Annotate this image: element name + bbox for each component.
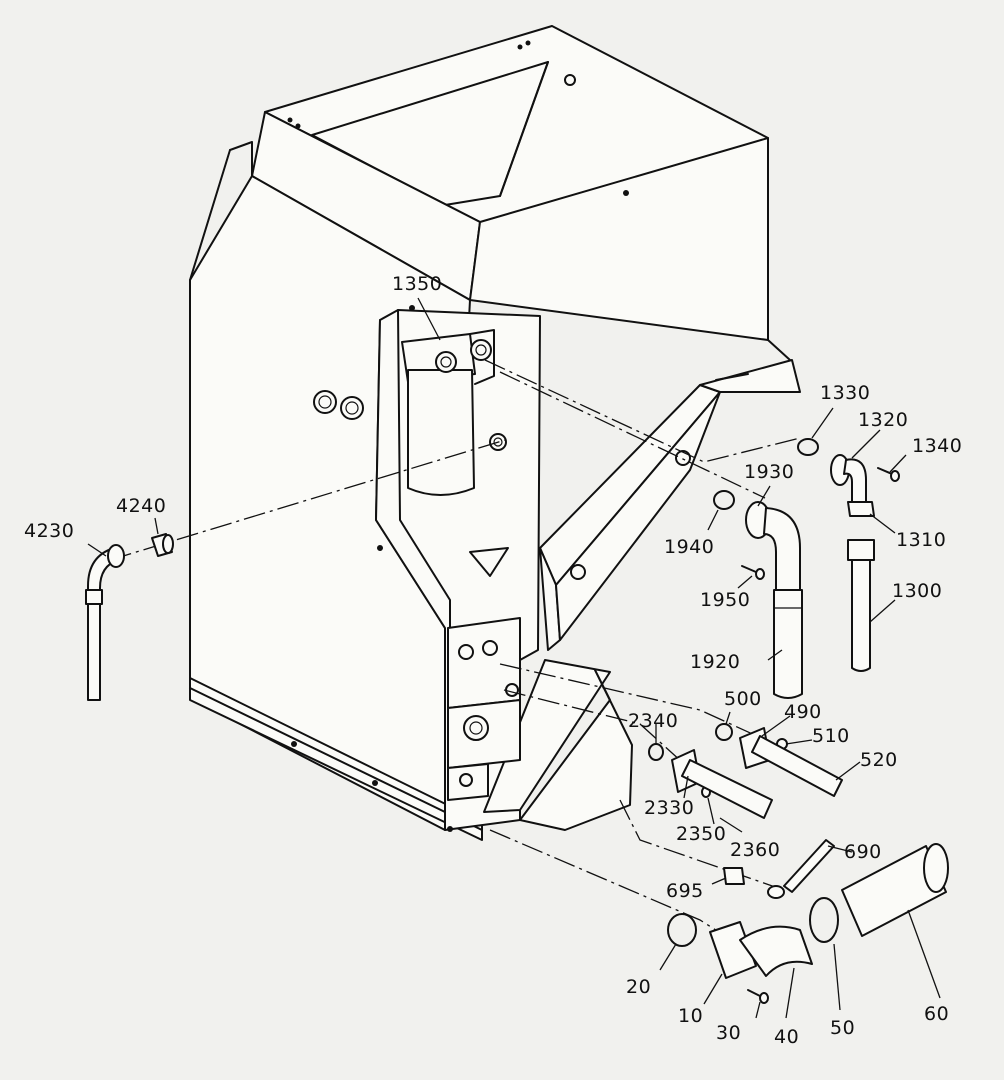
o-ring-500 [715, 723, 733, 741]
label-520: 520 [860, 749, 898, 771]
label-1310: 1310 [896, 529, 946, 551]
o-ring-1330 [797, 438, 819, 456]
frame-holes [287, 40, 691, 832]
fitting-695 [723, 867, 745, 885]
label-1940: 1940 [664, 536, 714, 558]
clamp-50 [809, 897, 839, 943]
fitting-4240 [151, 533, 174, 557]
label-2330: 2330 [644, 797, 694, 819]
label-60: 60 [924, 1003, 949, 1025]
label-1340: 1340 [912, 435, 962, 457]
label-2340: 2340 [628, 710, 678, 732]
label-40: 40 [774, 1026, 799, 1048]
elbow-40 [739, 925, 813, 977]
elbow-1320 [830, 454, 867, 506]
tube-520 [751, 735, 843, 797]
label-2360: 2360 [730, 839, 780, 861]
bolt-30 [747, 989, 769, 1004]
label-690: 690 [844, 841, 882, 863]
bolt-1340 [877, 467, 900, 482]
leader-lines [87, 297, 941, 1019]
label-1330: 1330 [820, 382, 870, 404]
pipe-690 [767, 839, 835, 899]
label-20: 20 [626, 976, 651, 998]
hose-4230 [85, 544, 125, 701]
label-500: 500 [724, 688, 762, 710]
label-1320: 1320 [858, 409, 908, 431]
parts [85, 438, 949, 1004]
label-1950: 1950 [700, 589, 750, 611]
label-695: 695 [666, 880, 704, 902]
label-490: 490 [784, 701, 822, 723]
sleeve-60 [841, 843, 949, 937]
o-ring-20 [667, 913, 697, 947]
bolt-1950 [741, 565, 765, 580]
tube-2360 [681, 759, 773, 819]
label-510: 510 [812, 725, 850, 747]
elbow-1930 [745, 501, 801, 591]
hose-1920 [773, 589, 803, 699]
label-30: 30 [716, 1022, 741, 1044]
label-1350: 1350 [392, 273, 442, 295]
nut-1310 [847, 501, 875, 517]
hopper-frame [189, 25, 801, 841]
label-1930: 1930 [744, 461, 794, 483]
label-1920: 1920 [690, 651, 740, 673]
o-ring-2340 [648, 743, 664, 761]
hose-1300 [847, 539, 875, 672]
label-1300: 1300 [892, 580, 942, 602]
o-ring-1940 [713, 490, 735, 510]
label-4230: 4230 [24, 520, 74, 542]
label-4240: 4240 [116, 495, 166, 517]
part-labels: 1350 1330 1320 1340 1930 1940 1310 1950 … [24, 273, 962, 1048]
label-50: 50 [830, 1017, 855, 1039]
label-2350: 2350 [676, 823, 726, 845]
label-10: 10 [678, 1005, 703, 1027]
flange-10 [709, 921, 757, 979]
